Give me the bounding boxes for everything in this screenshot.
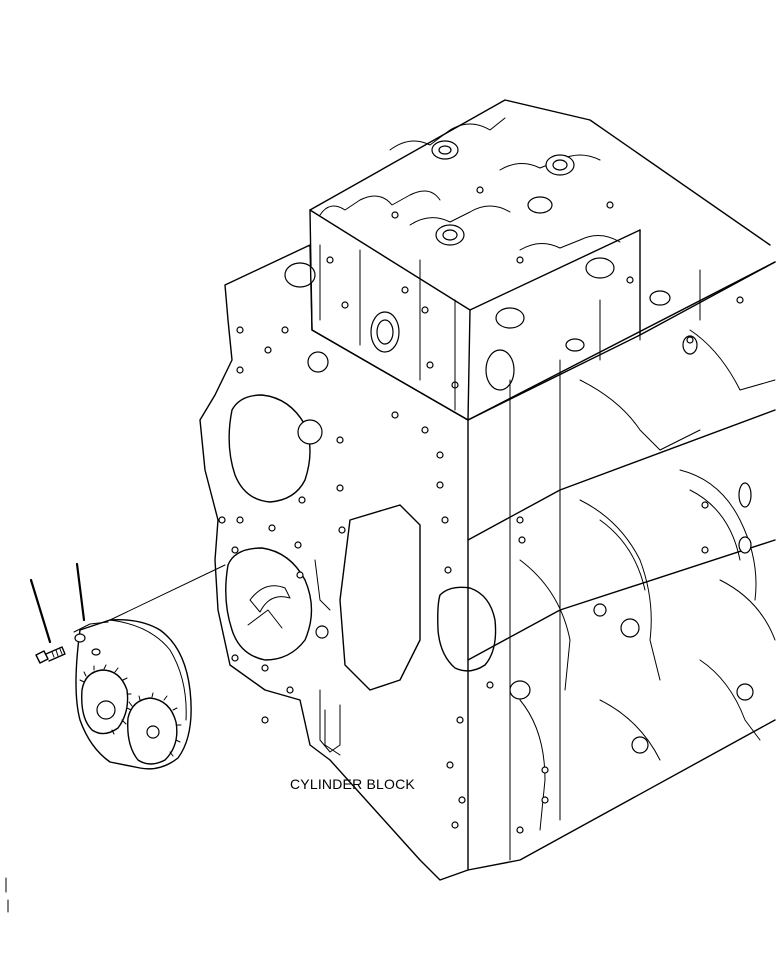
pointer-line-pump	[75, 562, 86, 622]
cylinder-block-label: CYLINDER BLOCK	[290, 776, 415, 792]
oil-pump-assembly	[73, 619, 192, 770]
leader-line	[109, 564, 226, 621]
cylinder-head	[284, 99, 776, 421]
pointer-line-bolt	[29, 578, 52, 644]
cylinder-block	[199, 244, 776, 881]
bolt	[35, 646, 66, 664]
